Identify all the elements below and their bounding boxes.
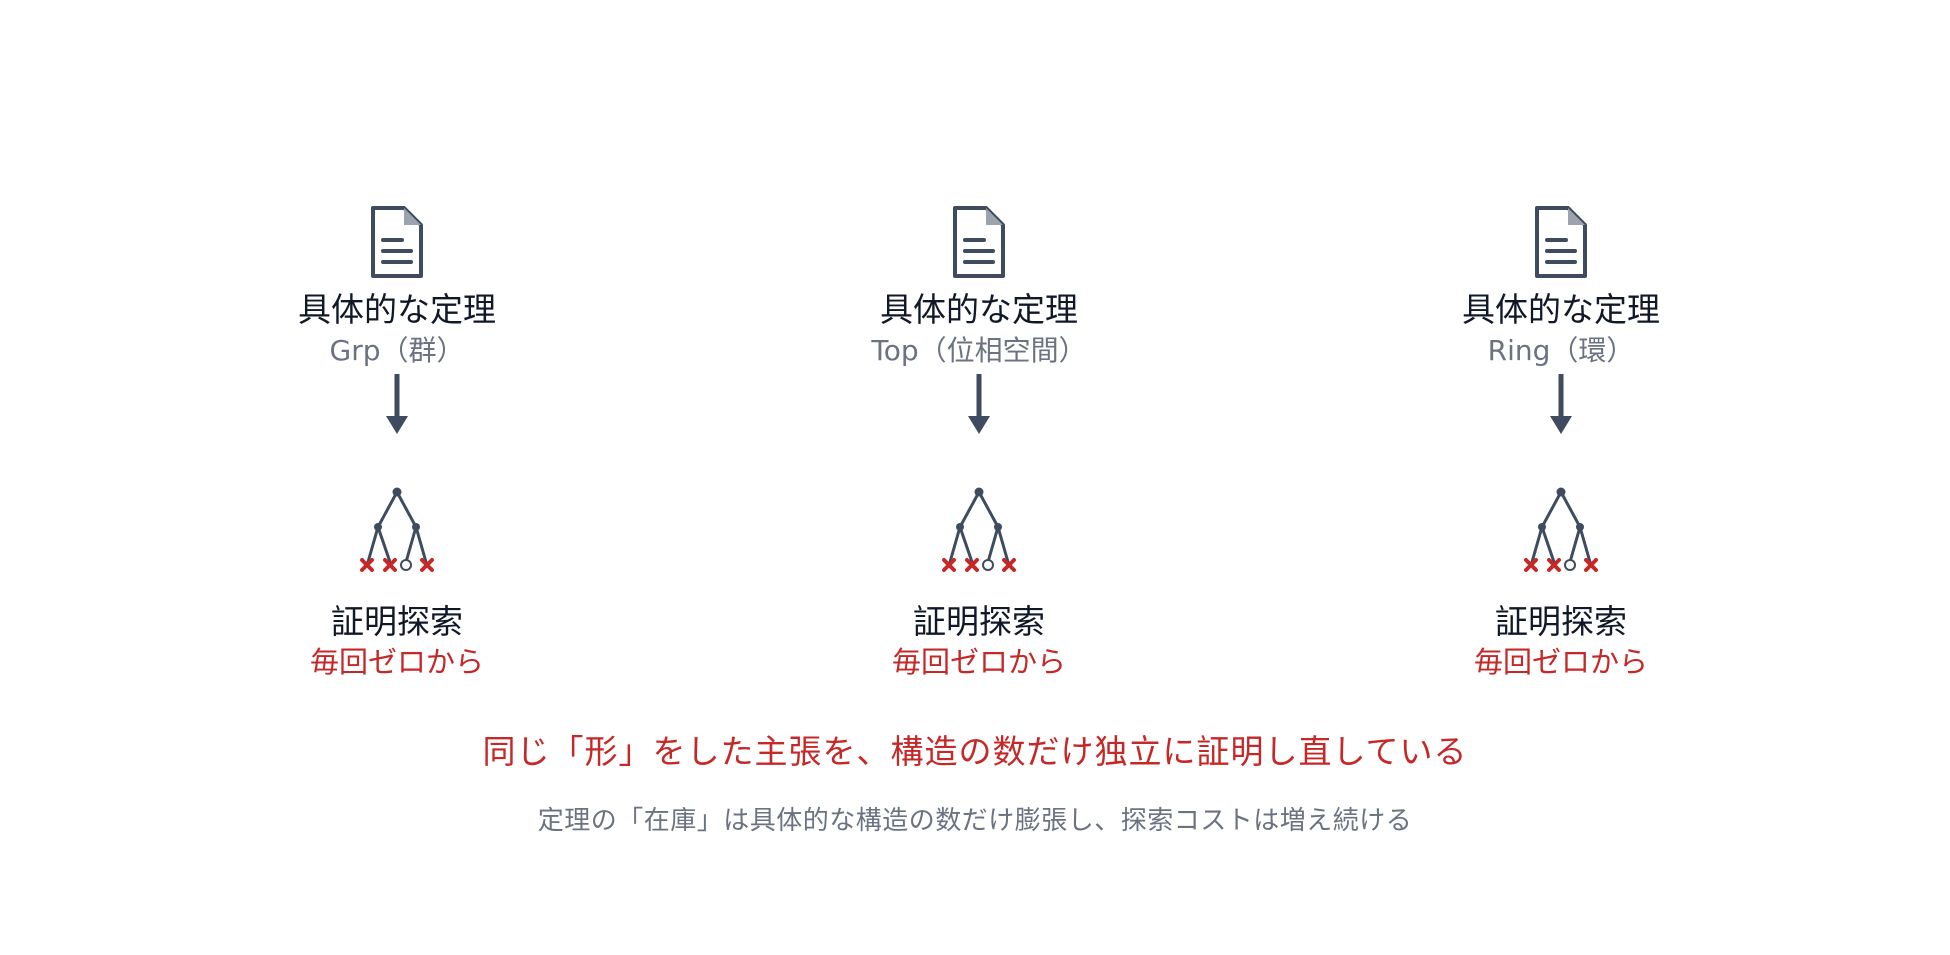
down-arrow-icon (1550, 374, 1572, 434)
column-top: 具体的な定理 Top（位相空間） 証明探索 毎回ゼロから (779, 200, 1179, 690)
from-scratch-note: 毎回ゼロから (1473, 645, 1648, 679)
proof-search-tree-icon (942, 487, 1016, 572)
column-grp: 具体的な定理 Grp（群） 証明探索 毎回ゼロから (197, 200, 597, 690)
proof-search-label: 証明探索 (331, 602, 463, 641)
theorem-title: 具体的な定理 (880, 290, 1078, 329)
document-icon (371, 206, 423, 278)
column-ring: 具体的な定理 Ring（環） 証明探索 毎回ゼロから (1361, 200, 1761, 690)
structure-label: Ring（環） (1487, 334, 1635, 367)
structure-label: Top（位相空間） (871, 334, 1087, 367)
theorem-title: 具体的な定理 (1462, 290, 1660, 329)
document-icon (953, 206, 1005, 278)
down-arrow-icon (968, 374, 990, 434)
down-arrow-icon (386, 374, 408, 434)
structure-label: Grp（群） (329, 334, 465, 367)
proof-search-label: 証明探索 (1495, 602, 1627, 641)
proof-search-tree-icon (360, 487, 434, 572)
caption-text: 定理の「在庫」は具体的な構造の数だけ膨張し、探索コストは増え続ける (537, 806, 1413, 836)
proof-search-tree-icon (1524, 487, 1598, 572)
from-scratch-note: 毎回ゼロから (891, 645, 1066, 679)
conclusion-statement: 同じ「形」をした主張を、構造の数だけ独立に証明し直している (482, 732, 1468, 771)
document-icon (1535, 206, 1587, 278)
theorem-title: 具体的な定理 (298, 290, 496, 329)
from-scratch-note: 毎回ゼロから (309, 645, 484, 679)
proof-search-label: 証明探索 (913, 602, 1045, 641)
